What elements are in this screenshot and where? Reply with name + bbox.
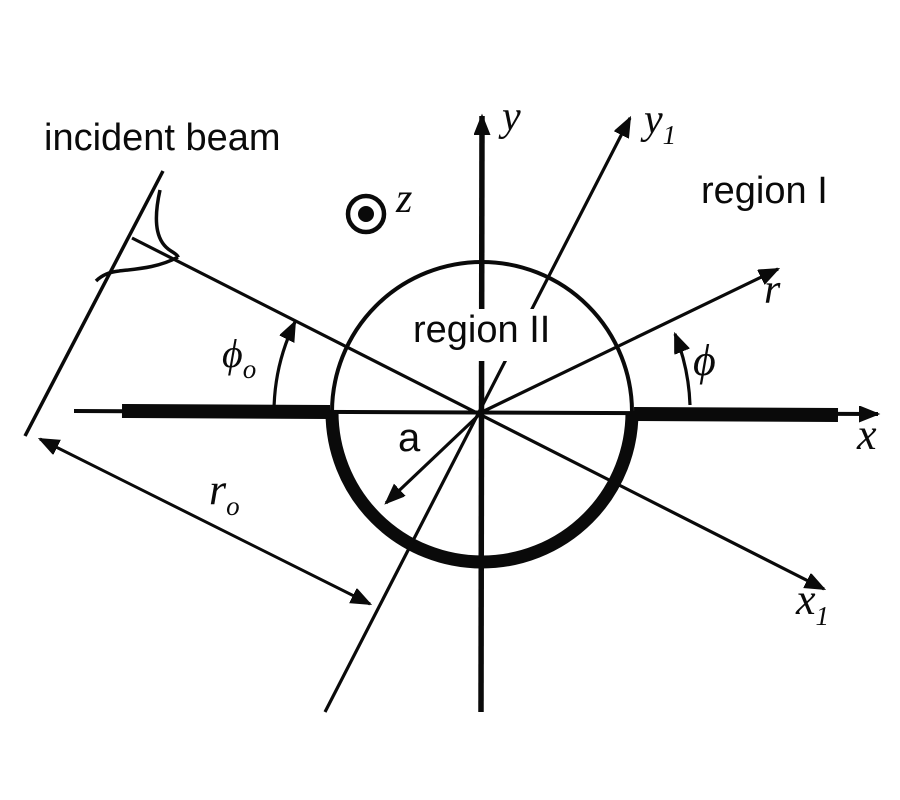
x1-axis-label: x1 — [796, 575, 829, 630]
x-axis-label: x — [857, 410, 877, 459]
radius-a-label: a — [398, 416, 421, 460]
phi0-angle-label: ϕo — [222, 331, 256, 383]
region-1-label: region I — [701, 170, 828, 212]
y1-axis-label-sub: 1 — [662, 120, 677, 150]
phi0-label-base: ϕ — [222, 331, 243, 376]
r0-distance-label: ro — [209, 465, 240, 520]
incident-beam-label: incident beam — [44, 117, 281, 159]
phi0-angle-arc — [272, 322, 297, 417]
x1-axis-label-base: x — [796, 575, 816, 624]
z-symbol-circle — [345, 193, 387, 235]
r0-distance-arrow — [40, 437, 370, 606]
z-symbol-dot — [358, 206, 374, 222]
ground-plane-right — [633, 407, 839, 422]
wavefront-line — [23, 170, 165, 437]
region-2-label: region II — [409, 309, 555, 361]
r-axis — [481, 267, 778, 414]
x1-axis-label-sub: 1 — [815, 601, 830, 631]
y1-axis-label-base: y — [644, 97, 663, 143]
phi0-label-sub: o — [242, 354, 257, 384]
phi-angle-arc — [673, 334, 692, 406]
y1-axis-label: y1 — [644, 97, 676, 149]
phi-angle-label: ϕ — [693, 336, 716, 385]
r0-label-sub: o — [226, 491, 240, 521]
beam-profile-lower-curve — [94, 255, 179, 283]
radius-a-arrow — [386, 410, 484, 503]
y-axis-label: y — [502, 94, 521, 140]
beam-profile-upper-curve — [154, 189, 180, 258]
r0-label-base: r — [209, 465, 227, 514]
z-out-of-page-icon — [345, 193, 387, 235]
r-axis-label: r — [764, 267, 781, 313]
z-axis-label: z — [396, 176, 413, 222]
ground-plane-left — [121, 404, 331, 419]
